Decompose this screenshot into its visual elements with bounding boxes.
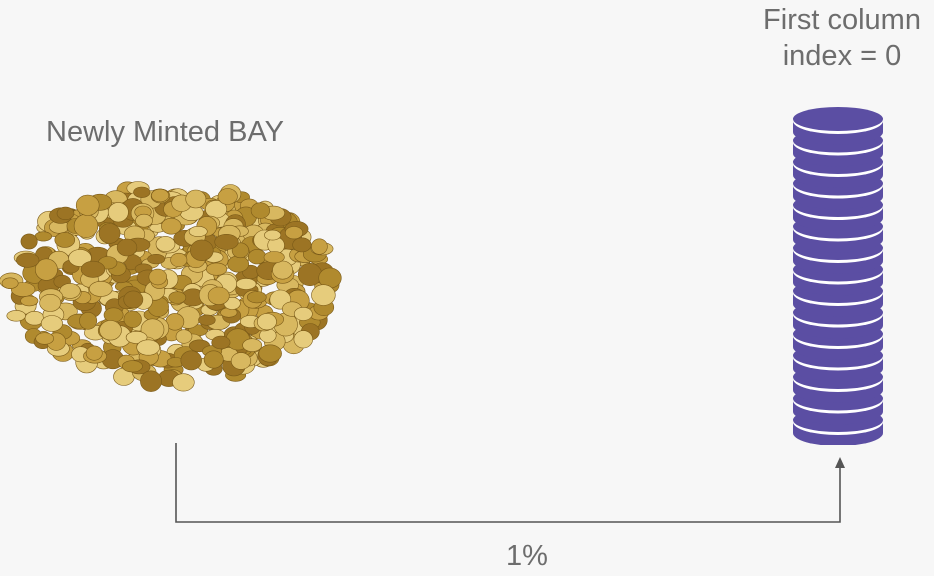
coin: [35, 258, 58, 281]
coin: [1, 277, 19, 289]
coin: [185, 189, 207, 209]
coin: [311, 284, 336, 306]
coin: [227, 255, 249, 273]
column-title: First column index = 0: [750, 2, 934, 74]
coin: [133, 186, 151, 198]
coin: [180, 350, 202, 371]
coin: [284, 226, 303, 240]
coin: [103, 307, 124, 323]
coin: [116, 238, 138, 257]
coin: [217, 188, 238, 205]
percent-label: 1%: [506, 540, 548, 572]
coin: [123, 290, 144, 309]
coin: [250, 202, 270, 219]
arrow-head-icon: [835, 457, 845, 468]
coin: [89, 281, 113, 297]
coin-disc: [793, 107, 883, 145]
coin: [68, 249, 92, 267]
coin: [34, 231, 53, 242]
coin: [140, 370, 162, 392]
coin: [147, 253, 166, 265]
coin: [39, 294, 62, 312]
coin: [59, 283, 81, 299]
coin: [98, 223, 121, 244]
coin: [123, 310, 142, 328]
coin: [54, 232, 76, 248]
source-label: Newly Minted BAY: [46, 116, 284, 148]
coin: [75, 194, 100, 216]
coin: [293, 306, 313, 321]
coin: [20, 295, 39, 307]
column-title-line1: First column: [763, 4, 921, 36]
coin: [230, 352, 252, 370]
coin-pile-image: [0, 181, 342, 392]
coin: [256, 313, 277, 331]
coin: [248, 249, 267, 265]
coin: [56, 206, 75, 221]
coin: [242, 338, 263, 352]
coin: [168, 291, 187, 304]
coin: [40, 315, 63, 332]
coin: [292, 237, 312, 253]
coin: [293, 330, 313, 349]
coin: [198, 314, 216, 326]
coin: [148, 268, 168, 286]
coin: [85, 345, 103, 361]
flow-connector-line: [175, 443, 841, 523]
coin: [6, 310, 26, 322]
coin: [188, 225, 208, 237]
coin: [203, 350, 224, 369]
coin: [35, 332, 55, 345]
coin: [99, 320, 122, 341]
coin: [80, 260, 106, 278]
coin: [246, 291, 267, 304]
coin: [211, 335, 231, 350]
coin: [79, 312, 98, 330]
coin: [16, 252, 40, 268]
column-title-line2: index = 0: [782, 40, 902, 72]
coin: [206, 262, 228, 276]
coin: [207, 286, 230, 305]
coin: [136, 339, 160, 356]
coin: [263, 251, 285, 264]
coin-stack-column: [793, 107, 883, 445]
coin: [107, 202, 129, 223]
coin: [121, 360, 143, 373]
coin: [161, 217, 182, 235]
coin: [151, 188, 170, 203]
coin: [264, 229, 282, 241]
coin: [235, 278, 257, 290]
coin: [214, 234, 239, 250]
coin: [20, 233, 38, 250]
coin: [135, 213, 153, 228]
coin: [272, 260, 294, 280]
coin: [297, 263, 323, 287]
coin: [125, 330, 148, 344]
coin: [190, 239, 214, 262]
coin: [172, 373, 195, 392]
coin: [175, 329, 193, 344]
coin: [73, 213, 99, 238]
coin: [258, 344, 282, 363]
coin: [311, 238, 328, 255]
coin: [155, 236, 176, 252]
coin: [170, 252, 188, 268]
